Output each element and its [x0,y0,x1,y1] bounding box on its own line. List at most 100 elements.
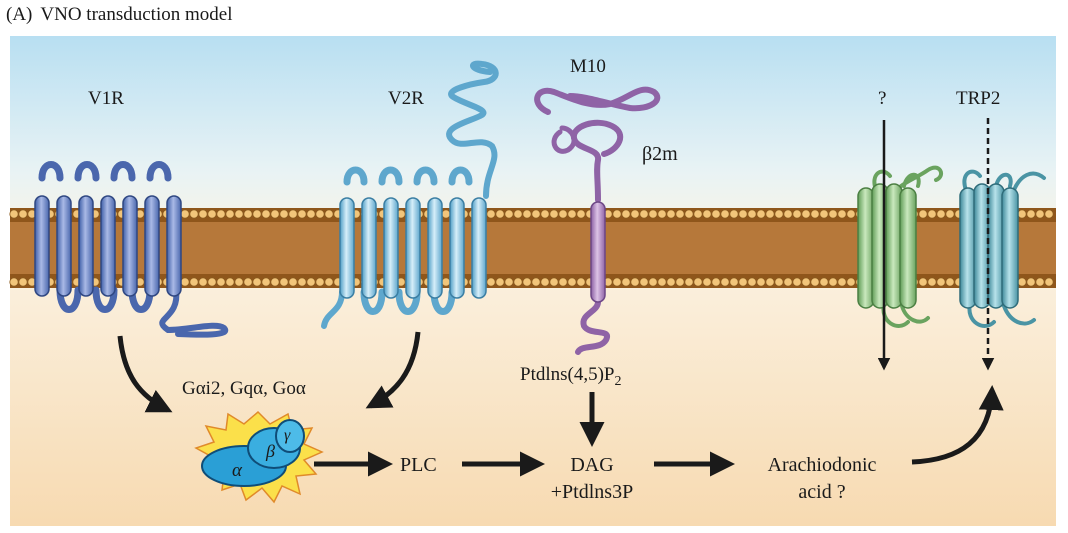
lipid-head [189,277,199,287]
lipid-head [648,209,658,219]
panel-label: (A) [6,4,33,25]
lipid-head [675,209,685,219]
lipid-head [270,277,280,287]
lipid-head [828,209,838,219]
lipid-head [711,209,721,219]
lipid-head [945,209,955,219]
lipid-head [765,277,775,287]
lipid-head [810,209,820,219]
lipid-head [774,209,784,219]
lipid-head [252,277,262,287]
lipid-head [504,277,514,287]
lipid-head [747,277,757,287]
v1r-to-gprotein-arrow [117,335,173,413]
lipid-head [513,209,523,219]
lipid-head [9,277,19,287]
lipid-head [531,209,541,219]
lipid-head [1044,277,1054,287]
title-text: VNO transduction model [40,4,233,25]
lipid-head [549,277,559,287]
v2r-receptor [321,60,499,329]
g-protein-complex: α β γ [194,410,324,504]
lipid-head [621,277,631,287]
lipid-head [549,209,559,219]
lipid-head [918,277,928,287]
lipid-head [756,209,766,219]
lipid-head [324,209,334,219]
lipid-head [1026,209,1036,219]
lipid-head [684,277,694,287]
lipid-head [225,209,235,219]
lipid-head [819,277,829,287]
lipid-head [234,277,244,287]
lipid-head [693,209,703,219]
lipid-head [684,209,694,219]
lipid-head [621,209,631,219]
lipid-head [486,209,496,219]
lipid-head [693,277,703,287]
lipid-head [207,209,217,219]
g-alpha-label: α [232,460,243,481]
lipid-head [243,277,253,287]
lipid-head [783,209,793,219]
lipid-head [1035,277,1045,287]
lipid-head [198,277,208,287]
ptdins-main-text: Ptdlns(4,5)P [520,364,615,385]
lipid-head [747,209,757,219]
lipid-head [279,209,289,219]
lipid-head [189,209,199,219]
lipid-head [1026,277,1036,287]
lipid-head [819,209,829,219]
lipid-head [846,209,856,219]
lipid-head [576,277,586,287]
lipid-head [531,277,541,287]
lipid-head [945,277,955,287]
lipid-head [729,277,739,287]
trp2-label: TRP2 [956,88,1000,109]
lipid-head [837,277,847,287]
lipid-head [315,277,325,287]
lipid-head [522,277,532,287]
lipid-head [297,277,307,287]
v1r-receptor [34,161,229,338]
lipid-head [648,277,658,287]
lipid-head [936,209,946,219]
lipid-head [738,209,748,219]
g-gamma-subunit [275,419,305,453]
lipid-head [540,277,550,287]
lipid-head [720,277,730,287]
lipid-head [630,209,640,219]
lipid-head [207,277,217,287]
lipid-head [702,277,712,287]
lipid-head [666,277,676,287]
g-gamma-label: γ [284,427,291,444]
b2m-label: β2m [642,143,678,165]
lipid-head [270,209,280,219]
lipid-head [657,277,667,287]
ptdins-label: Ptdlns(4,5)P2 [520,364,622,389]
lipid-head [738,277,748,287]
lipid-head [792,277,802,287]
arachidonic-to-trp2-arrow [911,385,1004,465]
lipid-head [657,209,667,219]
lipid-head [18,209,28,219]
lipid-head [639,209,649,219]
v2r-label: V2R [388,88,424,109]
lipid-head [540,209,550,219]
g-beta-label: β [265,441,275,461]
lipid-head [288,277,298,287]
lipid-head [567,209,577,219]
lipid-head [198,209,208,219]
lipid-head [801,209,811,219]
lipid-head [306,209,316,219]
lipid-head [756,277,766,287]
lipid-head [666,209,676,219]
lipid-head [711,277,721,287]
lipid-head [1035,209,1045,219]
lipid-head [441,277,451,287]
v2r-to-gprotein-arrow [365,331,421,409]
lipid-head [558,209,568,219]
lipid-head [576,209,586,219]
v1r-label: V1R [88,88,124,109]
